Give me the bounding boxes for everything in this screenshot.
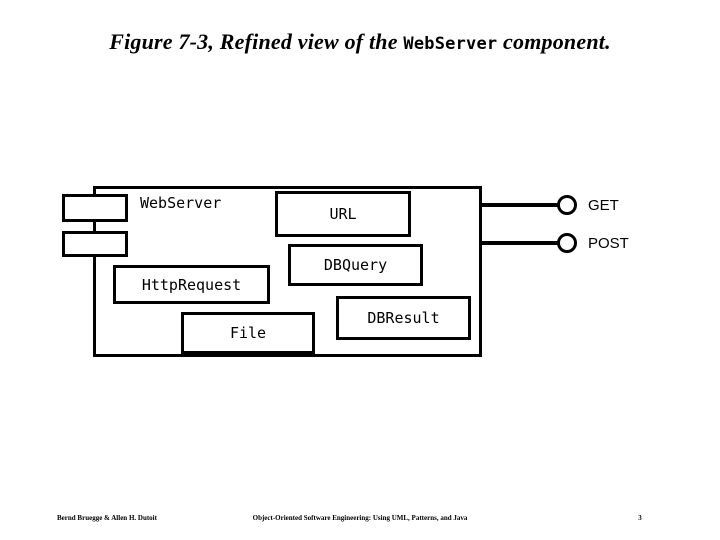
footer-page-number: 3 (638, 514, 642, 522)
interface-connector-post (482, 241, 560, 245)
inner-box-httprequest[interactable]: HttpRequest (113, 265, 270, 304)
page-title: Figure 7-3, Refined view of the WebServe… (0, 29, 720, 54)
inner-box-dbquery[interactable]: DBQuery (288, 244, 423, 286)
page-title-prefix: Figure 7-3, Refined view of the (109, 29, 404, 54)
interface-connector-get (482, 203, 560, 207)
interface-lollipop-get-icon[interactable] (557, 195, 577, 215)
inner-box-dbresult[interactable]: DBResult (336, 296, 471, 340)
component-tab-upper-icon (62, 194, 128, 222)
slide-footer: Bernd Bruegge & Allen H. Dutoit Object-O… (0, 514, 720, 530)
footer-book-title: Object-Oriented Software Engineering: Us… (252, 514, 468, 522)
interface-label-get: GET (588, 197, 619, 214)
page-title-suffix: component. (497, 29, 611, 54)
interface-label-post: POST (588, 235, 629, 252)
inner-box-url[interactable]: URL (275, 191, 411, 237)
component-tab-lower-icon (62, 231, 128, 257)
interface-lollipop-post-icon[interactable] (557, 233, 577, 253)
component-name-label: WebServer (140, 194, 222, 212)
page-title-component-term: WebServer (403, 34, 498, 54)
footer-authors: Bernd Bruegge & Allen H. Dutoit (57, 514, 157, 522)
component-diagram: WebServer URL DBQuery DBResult HttpReque… (62, 186, 629, 357)
inner-box-file[interactable]: File (181, 312, 315, 354)
